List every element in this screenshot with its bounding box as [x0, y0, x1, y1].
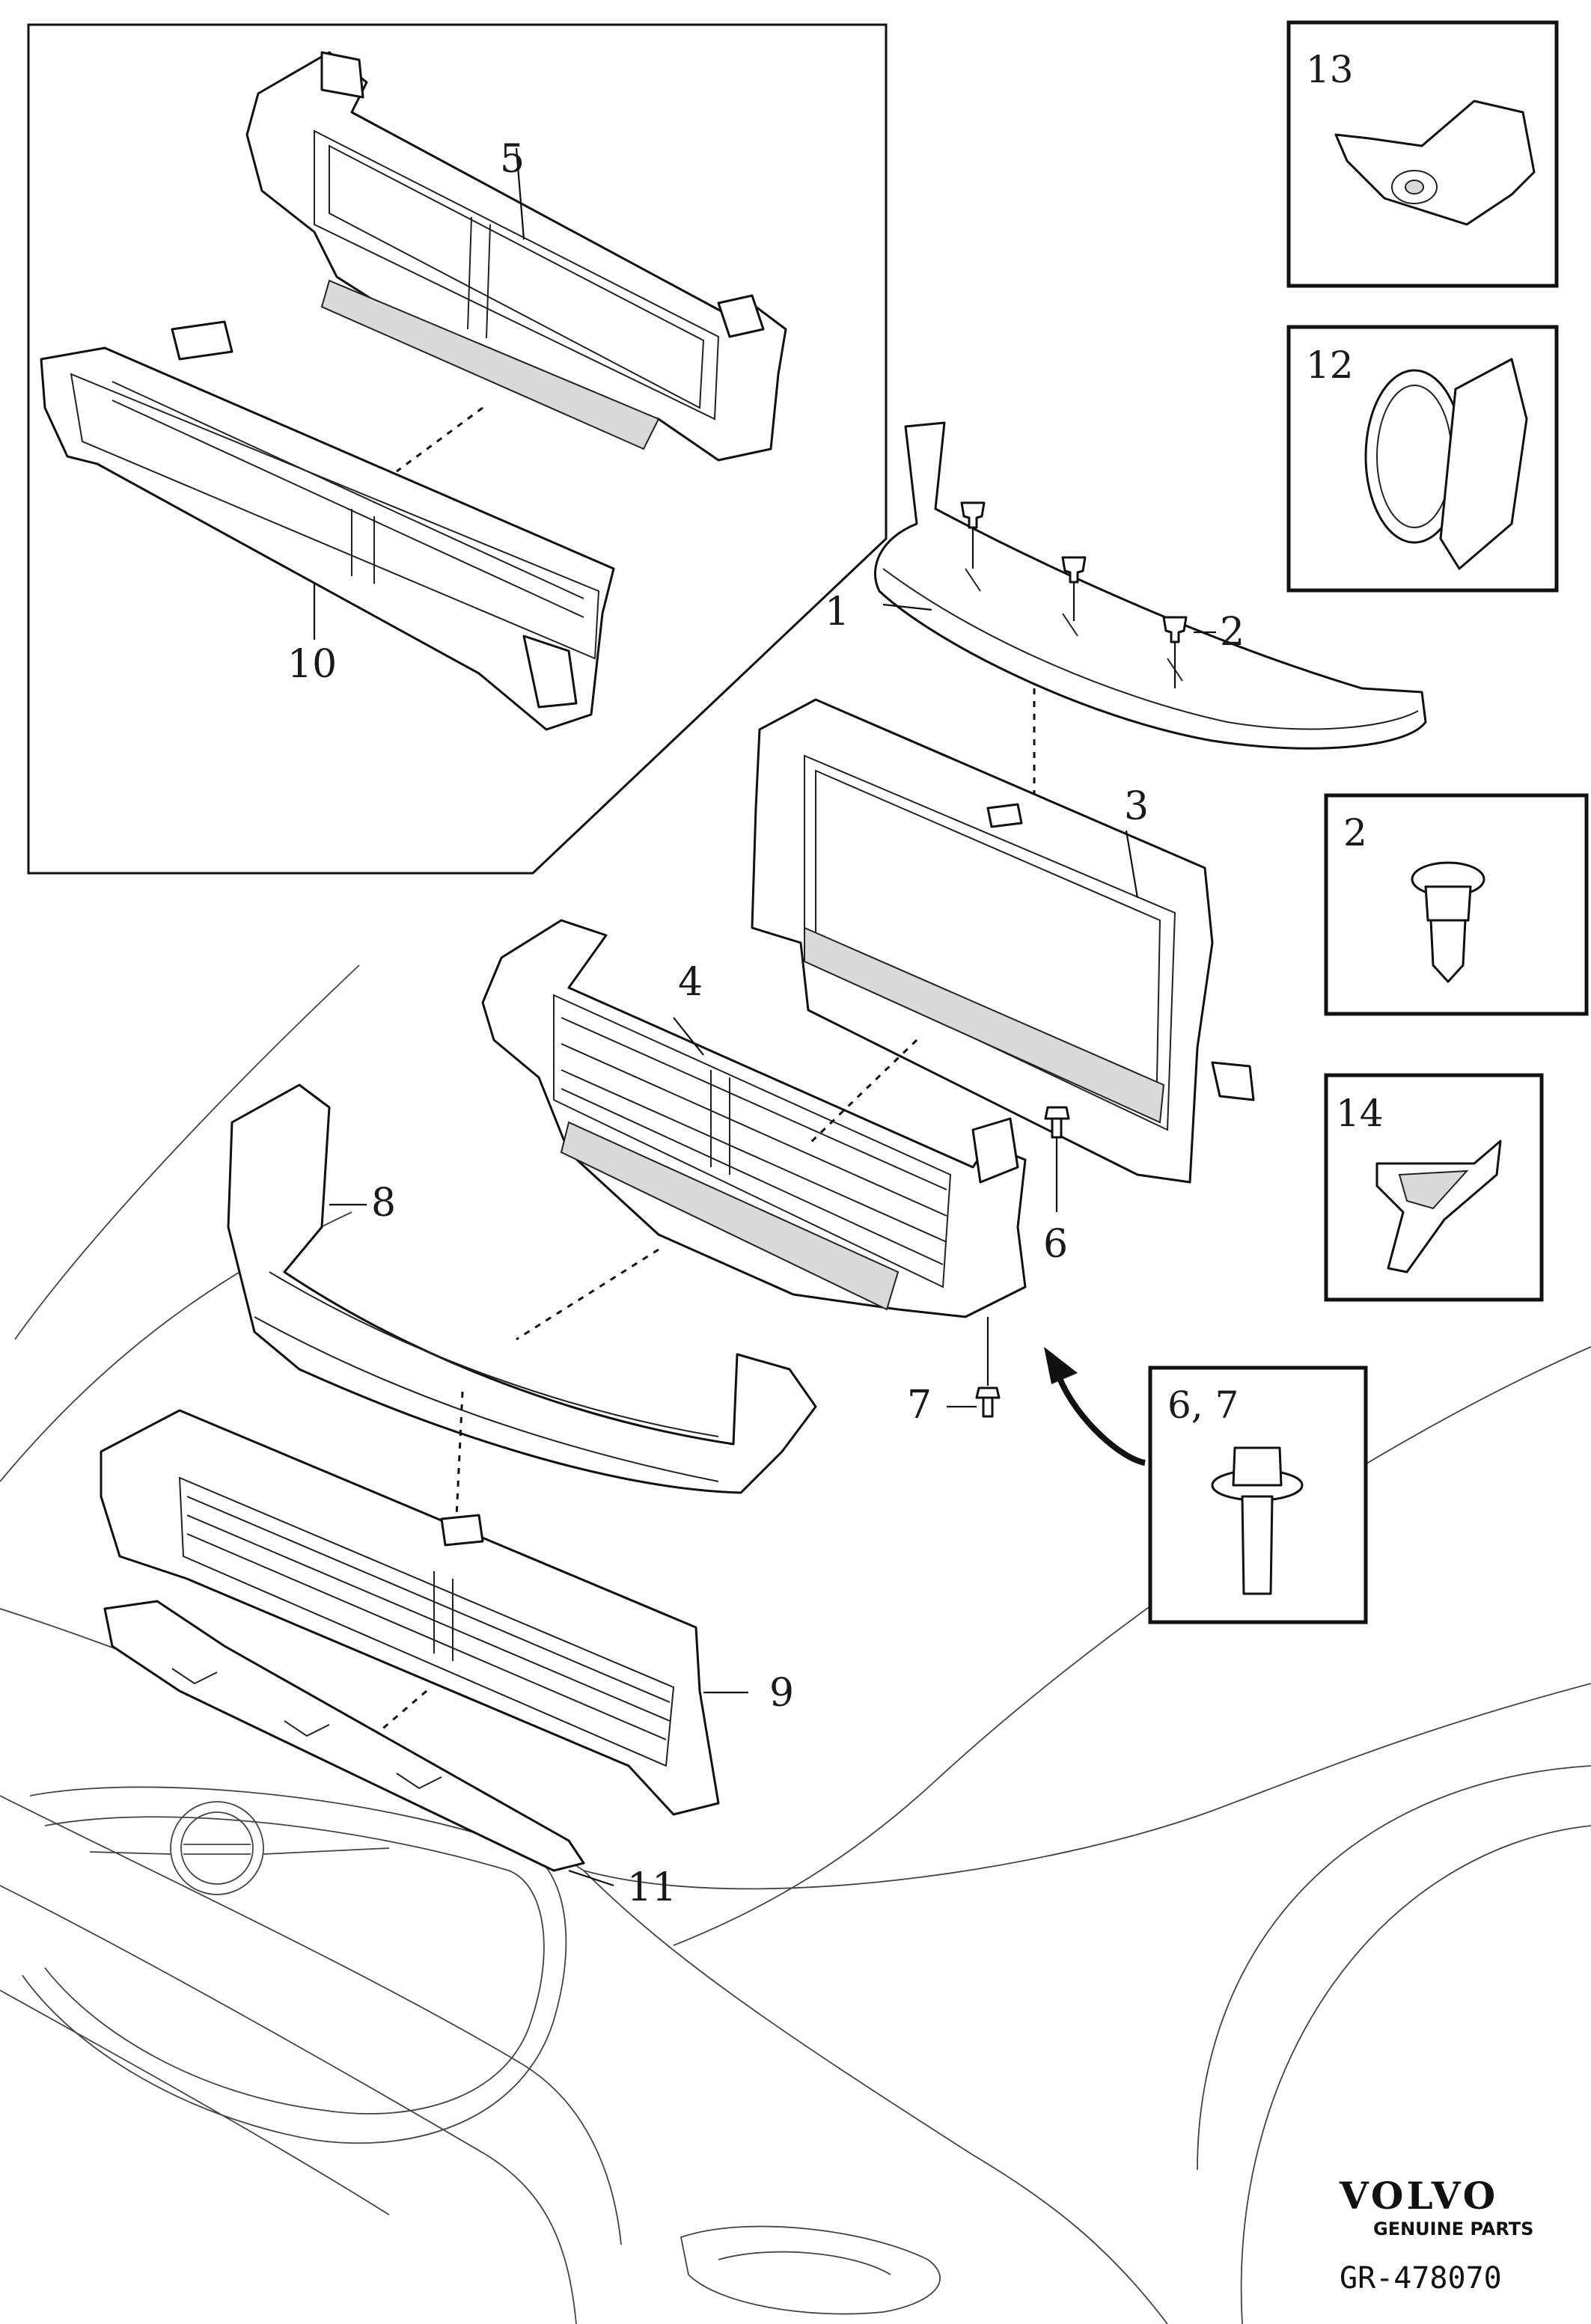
callout-8: 8: [371, 1181, 396, 1226]
part-5-carrier-frame: [245, 51, 787, 462]
detail-box-14-label: 14: [1336, 1092, 1384, 1135]
leader-lines: [313, 147, 1216, 1887]
detail-box-14: 14: [1324, 1073, 1544, 1302]
detail-box-13: 13: [1286, 20, 1559, 288]
part-6-bolt: [1044, 1106, 1070, 1212]
part-1-upper-bracket: [873, 421, 1427, 750]
callout-10: 10: [287, 642, 337, 687]
callout-3: 3: [1124, 784, 1149, 829]
genuine-parts-tagline: GENUINE PARTS: [1373, 2218, 1533, 2239]
detail-box-2-label: 2: [1343, 811, 1367, 854]
callout-5: 5: [500, 137, 525, 182]
reference-number: GR-478070: [1340, 2261, 1502, 2296]
part-4-carrier: [481, 919, 1027, 1318]
arrow-head: [1044, 1347, 1078, 1384]
part-11-trim-strip: [103, 1600, 585, 1872]
part-10-deflector: [40, 320, 615, 731]
detail-box-12-label: 12: [1306, 343, 1354, 387]
callout-9: 9: [769, 1671, 794, 1716]
callout-4: 4: [678, 960, 703, 1005]
callout-7: 7: [907, 1383, 932, 1428]
part-3-air-guide: [751, 698, 1255, 1184]
callout-2: 2: [1220, 610, 1245, 655]
inset-frame: [27, 23, 888, 875]
dash-5-10: [396, 406, 483, 473]
car-body-outline: [0, 964, 1591, 2324]
part-9-grille-shutter: [100, 1409, 720, 1816]
detail-box-6-7: 6, 7: [1148, 1366, 1368, 1624]
dash-4-8: [516, 1248, 659, 1341]
part-8-lower-deflector: [227, 1083, 817, 1494]
detail-box-6-7-label: 6, 7: [1167, 1383, 1239, 1427]
callout-1: 1: [825, 590, 849, 634]
callout-6: 6: [1043, 1222, 1068, 1267]
dash-9-11: [373, 1690, 427, 1737]
part-2-clips: [960, 501, 1188, 688]
callout-11: 11: [627, 1865, 677, 1910]
arrow-to-bolt-detail: [1056, 1375, 1146, 1466]
detail-box-12: 12: [1286, 325, 1559, 593]
detail-box-13-label: 13: [1306, 48, 1354, 91]
detail-box-2: 2: [1324, 793, 1589, 1016]
volvo-logo: VOLVO: [1339, 2174, 1498, 2218]
part-7-bolt: [947, 1317, 1001, 1418]
